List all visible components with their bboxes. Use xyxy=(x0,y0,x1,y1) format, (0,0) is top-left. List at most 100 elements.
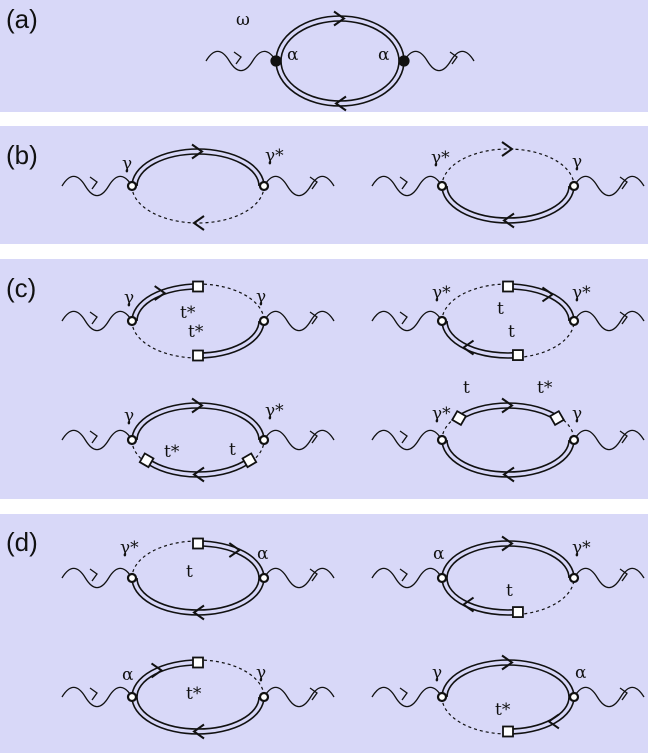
diagram-b1-propagator-arrow-1 xyxy=(192,215,205,231)
diagram-c1-vertex-box-1 xyxy=(192,349,204,362)
diagram-d4-propagator-arrow-1 xyxy=(547,713,560,730)
diagram-c2-bottom-seg1 xyxy=(518,320,575,359)
diagram-c2-label-0: γ* xyxy=(432,283,451,303)
diagram-c2-label-2: t xyxy=(497,299,504,319)
diagram-c3-propagator-arrow-0 xyxy=(191,397,204,414)
diagram-c2-top-seg1-1 xyxy=(507,288,570,322)
diagram-d1-label-1: α xyxy=(257,544,269,564)
diagram-c1-label-3: t* xyxy=(188,322,204,342)
diagram-a-photon-in xyxy=(205,50,277,72)
diagram-d4-top-line-inner xyxy=(446,664,570,698)
diagram-b1-label-0: γ xyxy=(122,154,132,174)
diagram-d4-photon-out-arrow xyxy=(619,687,628,701)
panel-label-b: (b) xyxy=(6,140,38,170)
diagram-c1-photon-in-arrow xyxy=(89,311,98,325)
diagram-d2-photon-in xyxy=(371,567,443,589)
diagram-d4-vertex-right xyxy=(568,691,580,703)
diagram-c2-vertex-box-1 xyxy=(512,349,524,361)
diagram-c1-label-1: γ xyxy=(256,287,266,307)
diagram-d2-propagator-arrow-1 xyxy=(461,596,475,613)
diagram-d3-photon-in xyxy=(61,686,133,708)
diagram-c4-photon-out xyxy=(573,429,645,451)
diagram-d2-label-2: t xyxy=(506,581,513,601)
diagram-c1-photon-out xyxy=(263,310,335,332)
diagram-d3-propagator-arrow-0 xyxy=(150,662,164,679)
diagram-b2-photon-out xyxy=(573,175,645,197)
diagram-b2-vertex-right xyxy=(568,180,580,192)
diagram-c2-bottom-seg0-1 xyxy=(446,320,518,354)
diagram-d2-vertex-right xyxy=(568,572,580,584)
diagram-d3-label-0: α xyxy=(122,665,134,685)
diagram-d4-photon-in xyxy=(371,686,443,708)
diagram-c2-photon-in xyxy=(371,310,443,332)
diagram-c2-propagator-arrow-0 xyxy=(541,286,555,303)
diagram-d2-label-0: α xyxy=(433,544,445,564)
diagram-d2-photon-in-arrow xyxy=(399,568,408,582)
panel-a xyxy=(0,0,648,112)
diagram-c4-propagator-arrow-1 xyxy=(502,466,515,483)
diagram-c2-label-3: t xyxy=(508,322,515,342)
diagram-c3-photon-in-arrow xyxy=(89,430,98,444)
diagram-c2-photon-in-arrow xyxy=(399,311,408,325)
diagram-c3-label-0: γ xyxy=(124,406,134,426)
diagram-d3-photon-in-arrow xyxy=(89,687,98,701)
diagram-d1-photon-in xyxy=(61,567,133,589)
diagram-b1-top-line-inner xyxy=(136,153,260,187)
diagram-a-vertex-right xyxy=(398,55,410,67)
diagram-c4-label-2: t xyxy=(463,378,470,398)
diagram-c3-top-line-inner xyxy=(136,407,260,441)
diagram-c4-photon-in xyxy=(371,429,443,451)
diagram-c1-photon-out-arrow xyxy=(309,311,318,325)
diagram-c4-vertex-box-1 xyxy=(548,409,565,427)
diagram-c4-photon-in-arrow xyxy=(399,430,408,444)
diagram-d3-vertex-box-0 xyxy=(192,656,204,669)
diagram-c1-bottom-seg1-0 xyxy=(197,320,265,359)
panel-d xyxy=(0,514,648,753)
diagram-c3-bottom-seg1-0 xyxy=(144,461,252,478)
diagram-d1-propagator-arrow-0 xyxy=(228,542,242,558)
diagram-d4-photon-out xyxy=(573,686,645,708)
diagram-b2-photon-out-arrow xyxy=(619,176,628,190)
diagram-d1-photon-out-arrow xyxy=(309,568,318,582)
diagram-d1-propagator-arrow-1 xyxy=(192,604,205,621)
diagram-d1-top-seg1-0 xyxy=(197,540,265,579)
diagram-c2-top-seg0 xyxy=(441,283,509,322)
diagram-d2-photon-out-arrow xyxy=(619,568,628,582)
diagram-a-photon-in-arrow xyxy=(233,51,242,65)
diagram-d2-photon-out xyxy=(573,567,645,589)
diagram-d4-photon-in-arrow xyxy=(399,687,408,701)
diagram-a-photon-out-arrow xyxy=(449,51,458,65)
diagram-d3-top-seg1 xyxy=(197,659,265,698)
diagram-c2-photon-out xyxy=(573,310,645,332)
diagram-c1-top-seg0-1 xyxy=(136,288,199,322)
diagram-d1-label-0: γ* xyxy=(120,538,139,558)
diagram-d1-photon-in-arrow xyxy=(89,568,98,582)
diagram-b1-photon-out-arrow xyxy=(309,176,318,190)
diagram-d4-label-2: t* xyxy=(495,700,511,720)
diagram-c4-photon-out-arrow xyxy=(619,430,628,444)
diagram-c1-propagator-arrow-0 xyxy=(154,285,167,301)
diagram-a-photon-out xyxy=(403,50,475,72)
diagram-d1-vertex-left xyxy=(126,572,138,584)
diagram-c3-vertex-right xyxy=(258,434,270,446)
diagram-c2-vertex-left xyxy=(436,315,448,327)
panel-c xyxy=(0,259,648,499)
diagram-b2-label-0: γ* xyxy=(431,148,450,168)
diagram-d2-top-line-inner xyxy=(446,545,570,579)
diagram-d1-top-seg0 xyxy=(131,540,199,579)
diagram-d1-vertex-box-0 xyxy=(192,537,204,550)
diagram-c2-label-1: γ* xyxy=(572,283,591,303)
diagram-c3-vertex-box-0 xyxy=(138,452,155,469)
diagram-c3-label-1: γ* xyxy=(265,401,284,421)
diagram-c4-vertex-right xyxy=(568,434,580,446)
diagram-a-bottom-line-outer xyxy=(275,60,405,107)
diagram-c2-vertex-right xyxy=(568,315,580,327)
diagram-c3-label-2: t* xyxy=(164,442,180,462)
diagram-b1-vertex-right xyxy=(258,180,270,192)
diagram-c4-vertex-left xyxy=(436,434,448,446)
diagram-d2-bottom-seg1 xyxy=(518,577,575,616)
diagram-b1-propagator-arrow-0 xyxy=(191,143,204,160)
diagram-c4-label-0: γ* xyxy=(432,404,451,424)
panel-b xyxy=(0,126,648,244)
diagram-c1-label-2: t* xyxy=(180,303,196,323)
